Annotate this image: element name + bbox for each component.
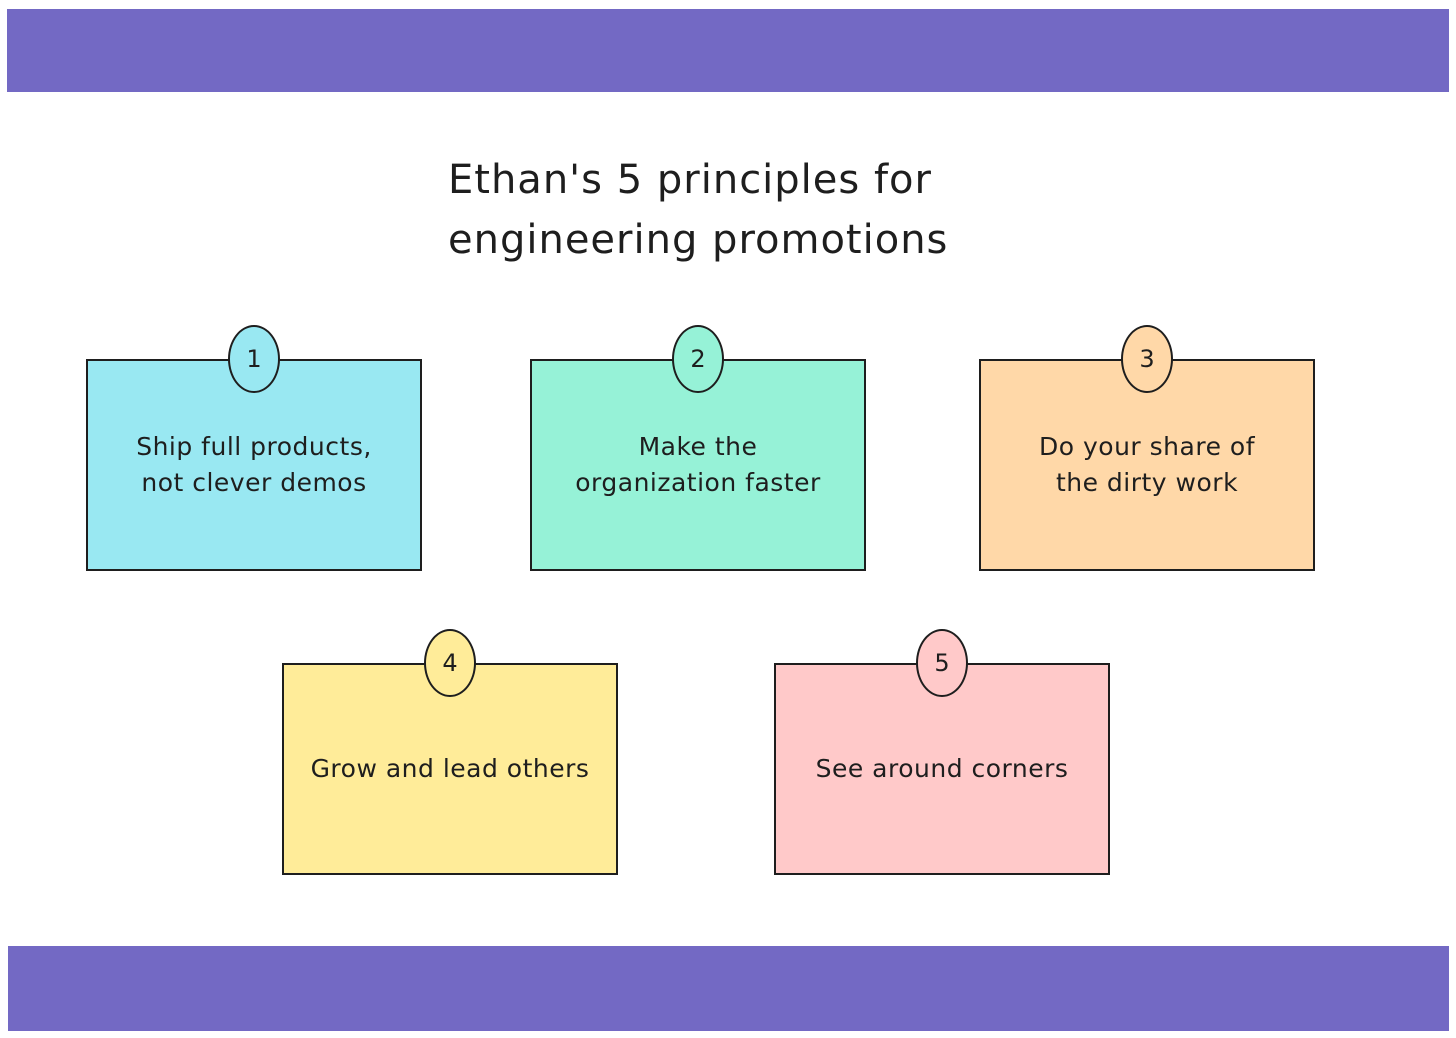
principle-text-5: See around corners (816, 751, 1069, 787)
principle-2-line-2: organization faster (575, 468, 821, 497)
principle-card-4: 4 Grow and lead others (282, 629, 618, 875)
number-badge-2: 2 (672, 325, 724, 393)
principle-1-line-2: not clever demos (141, 468, 367, 497)
principle-text-1: Ship full products, not clever demos (136, 429, 372, 501)
number-badge-1: 1 (228, 325, 280, 393)
principle-2-line-1: Make the (638, 432, 758, 461)
principle-card-2: 2 Make the organization faster (530, 325, 866, 571)
principle-card-5: 5 See around corners (774, 629, 1110, 875)
bottom-banner (8, 946, 1449, 1031)
principle-3-line-1: Do your share of (1039, 432, 1255, 461)
title-line-2: engineering promotions (448, 217, 949, 263)
principle-text-2: Make the organization faster (575, 429, 821, 501)
principle-3-line-2: the dirty work (1055, 468, 1239, 497)
principle-card-3: 3 Do your share of the dirty work (979, 325, 1315, 571)
number-badge-3: 3 (1121, 325, 1173, 393)
diagram-title: Ethan's 5 principles for engineering pro… (448, 150, 1008, 270)
title-line-1: Ethan's 5 principles for (448, 157, 932, 203)
principle-4-line-1: Grow and lead others (310, 754, 590, 783)
principle-5-line-1: See around corners (815, 754, 1069, 783)
principle-text-3: Do your share of the dirty work (1039, 429, 1255, 501)
number-badge-4: 4 (424, 629, 476, 697)
principle-1-line-1: Ship full products, (136, 432, 372, 461)
principle-card-1: 1 Ship full products, not clever demos (86, 325, 422, 571)
principle-text-4: Grow and lead others (311, 751, 590, 787)
top-banner (7, 9, 1449, 92)
number-badge-5: 5 (916, 629, 968, 697)
